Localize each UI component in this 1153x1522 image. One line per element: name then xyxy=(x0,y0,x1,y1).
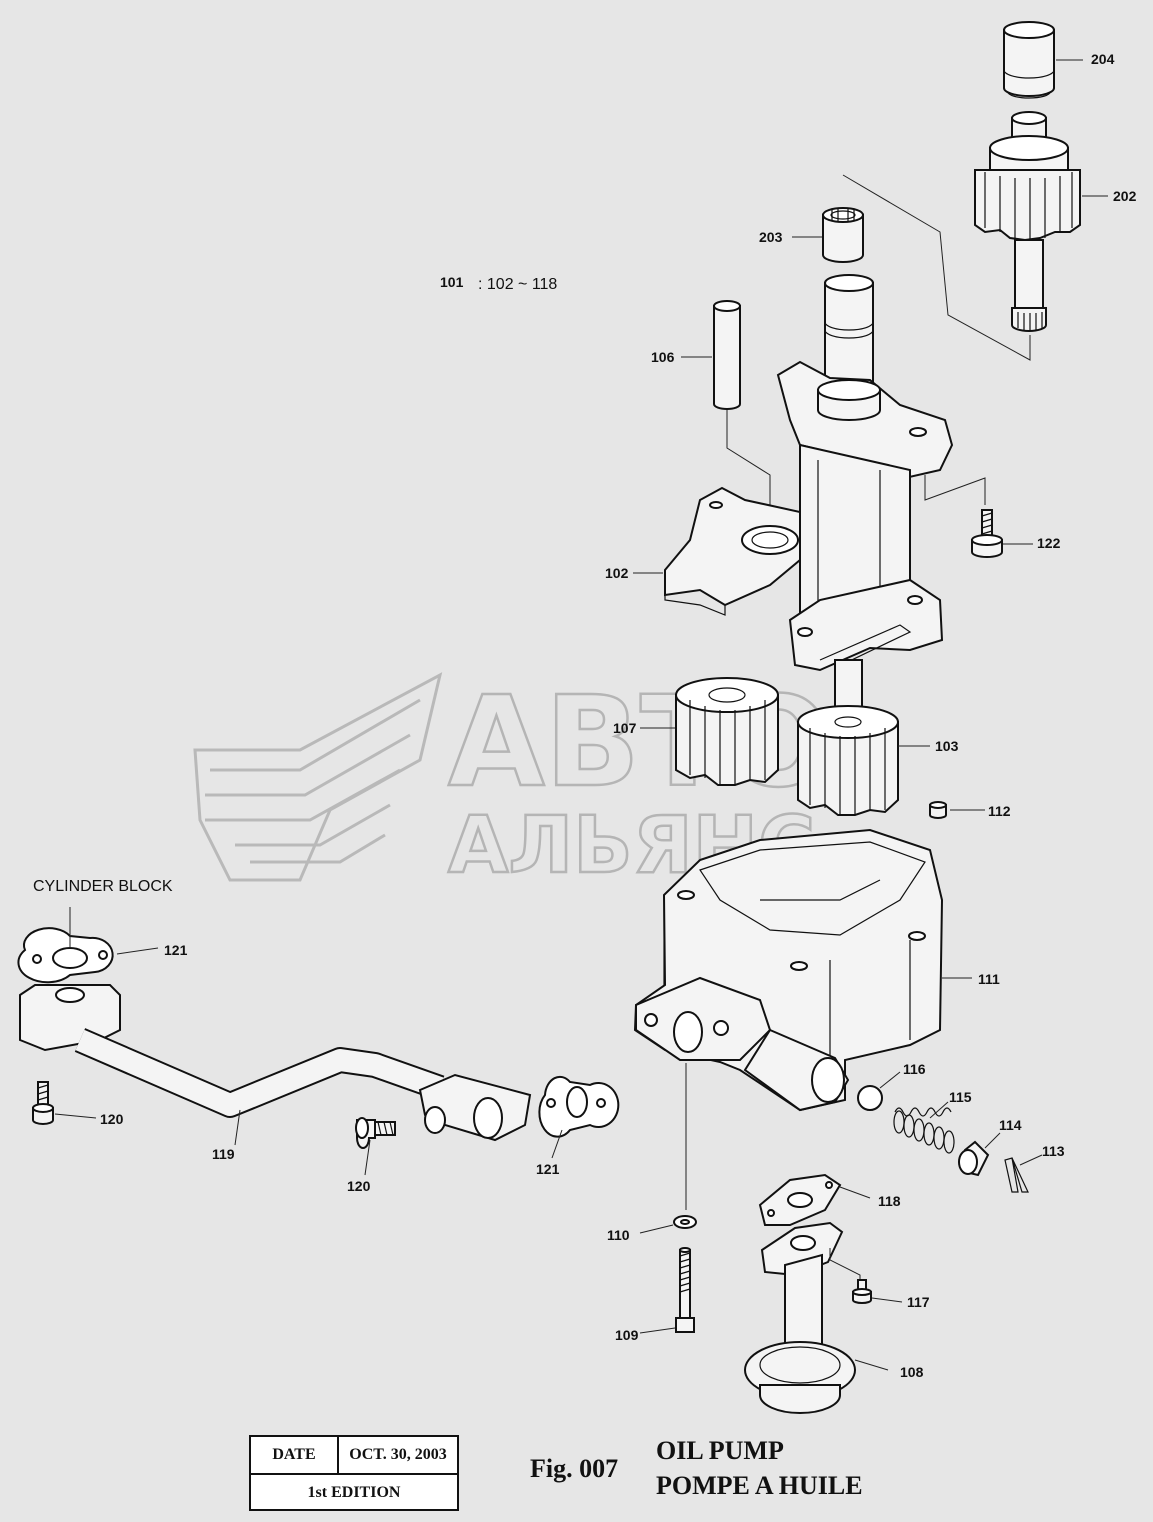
cylinder-block-label: CYLINDER BLOCK xyxy=(33,878,173,895)
part-112-dowel xyxy=(929,801,947,819)
part-203-bushing xyxy=(822,207,864,263)
callout-120-center: 120 xyxy=(347,1178,371,1194)
part-204-cap xyxy=(1003,21,1055,99)
part-120-bolt-left xyxy=(32,1081,54,1125)
callout-122: 122 xyxy=(1037,535,1061,551)
callout-121-upper: 121 xyxy=(164,942,188,958)
callout-117: 117 xyxy=(907,1294,930,1310)
part-106-pin xyxy=(713,300,741,410)
part-115-spring xyxy=(893,1107,955,1154)
part-111-pump-housing xyxy=(633,828,944,1112)
figure-title-english: OIL PUMP xyxy=(656,1436,784,1465)
part-114-plug xyxy=(958,1140,990,1177)
title-block: DATE OCT. 30, 2003 1st EDITION xyxy=(249,1435,459,1511)
callout-106: 106 xyxy=(651,349,675,365)
part-122-bolt xyxy=(971,509,1003,558)
part-113-split-pin xyxy=(1004,1157,1029,1193)
part-102-cover xyxy=(664,486,801,616)
part-121-gasket-lower xyxy=(538,1075,620,1138)
date-value: OCT. 30, 2003 xyxy=(349,1446,447,1463)
callout-112: 112 xyxy=(988,803,1011,819)
callout-118: 118 xyxy=(878,1193,901,1209)
assembly-range-note: : 102 ~ 118 xyxy=(478,276,557,293)
callout-102: 102 xyxy=(605,565,629,581)
callout-204: 204 xyxy=(1091,51,1115,67)
callout-120-left: 120 xyxy=(100,1111,124,1127)
callout-101: 101 xyxy=(440,274,464,290)
callout-119: 119 xyxy=(212,1146,235,1162)
part-119-oil-pipe xyxy=(19,984,532,1142)
date-label: DATE xyxy=(251,1437,339,1473)
part-103-drive-gear xyxy=(797,705,899,816)
callout-121-lower: 121 xyxy=(536,1161,560,1177)
part-120-bolt-center xyxy=(355,1117,396,1149)
part-109-bolt xyxy=(675,1247,695,1333)
part-121-gasket-upper xyxy=(17,927,114,984)
figure-title-french: POMPE A HUILE xyxy=(656,1471,863,1500)
part-118-gasket xyxy=(758,1173,842,1226)
callout-110: 110 xyxy=(607,1227,630,1243)
callout-109: 109 xyxy=(615,1327,639,1343)
edition-label: 1st EDITION xyxy=(307,1484,401,1501)
callout-202: 202 xyxy=(1113,188,1137,204)
callout-111: 111 xyxy=(978,971,1000,987)
callout-113: 113 xyxy=(1042,1143,1065,1159)
callout-114: 114 xyxy=(999,1117,1022,1133)
callout-107: 107 xyxy=(613,720,637,736)
figure-number: Fig. 007 xyxy=(530,1454,619,1483)
callout-108: 108 xyxy=(900,1364,924,1380)
part-202-drive-gear xyxy=(974,111,1081,332)
part-pump-body-upper xyxy=(776,274,954,736)
callout-203: 203 xyxy=(759,229,783,245)
part-108-strainer xyxy=(744,1221,856,1414)
callout-115: 115 xyxy=(949,1089,972,1105)
watermark-logo xyxy=(193,672,443,882)
callout-103: 103 xyxy=(935,738,959,754)
part-107-idler-gear xyxy=(675,677,779,786)
part-110-washer xyxy=(673,1215,697,1229)
title-block-date-row: DATE OCT. 30, 2003 xyxy=(251,1437,457,1475)
part-117-bolt xyxy=(852,1279,872,1304)
part-116-ball xyxy=(857,1085,883,1111)
callout-116: 116 xyxy=(903,1061,926,1077)
